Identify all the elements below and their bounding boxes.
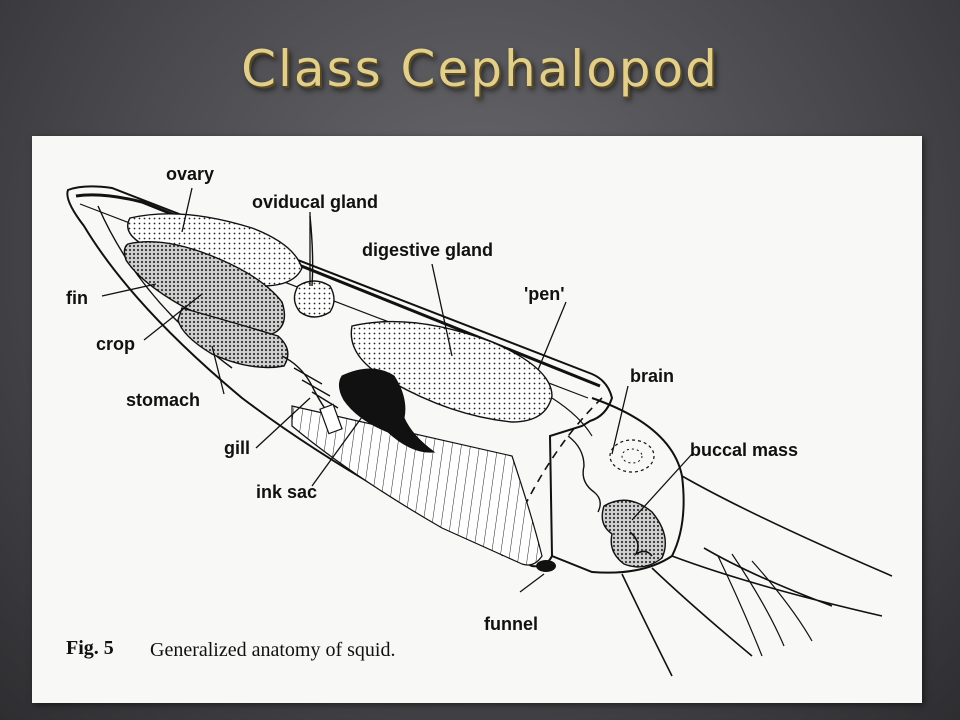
- squid-diagram: ovary oviducal gland digestive gland fin…: [66, 164, 893, 677]
- pen: [75, 193, 601, 388]
- label-crop: crop: [96, 334, 135, 354]
- leader-lines: [101, 187, 693, 593]
- label-ink-sac: ink sac: [256, 482, 317, 502]
- buccal-mass: [601, 499, 666, 568]
- brain: [609, 439, 655, 473]
- label-ovary: ovary: [166, 164, 214, 184]
- funnel-region: [291, 405, 543, 566]
- arms: [621, 475, 893, 677]
- funnel-opening: [536, 560, 556, 572]
- label-brain: brain: [630, 366, 674, 386]
- label-pen: 'pen': [524, 284, 565, 304]
- collar-line: [501, 397, 603, 557]
- label-buccal-mass: buccal mass: [690, 440, 798, 460]
- oviducal-gland: [293, 280, 335, 318]
- label-gill: gill: [224, 438, 250, 458]
- caption-number: Fig. 5: [66, 637, 114, 659]
- caption-text: Generalized anatomy of squid.: [150, 639, 395, 661]
- label-funnel: funnel: [484, 614, 538, 634]
- head-outline: [551, 397, 685, 574]
- gill: [281, 355, 339, 419]
- ink-sac: [338, 368, 436, 453]
- label-digestive-gland: digestive gland: [362, 240, 493, 260]
- label-oviducal-gland: oviducal gland: [252, 192, 378, 212]
- label-fin: fin: [66, 288, 88, 308]
- slide-title: Class Cephalopod: [241, 40, 719, 98]
- label-stomach: stomach: [126, 390, 200, 410]
- stomach: [177, 307, 289, 369]
- squid-anatomy-figure: ovary oviducal gland digestive gland fin…: [32, 136, 922, 703]
